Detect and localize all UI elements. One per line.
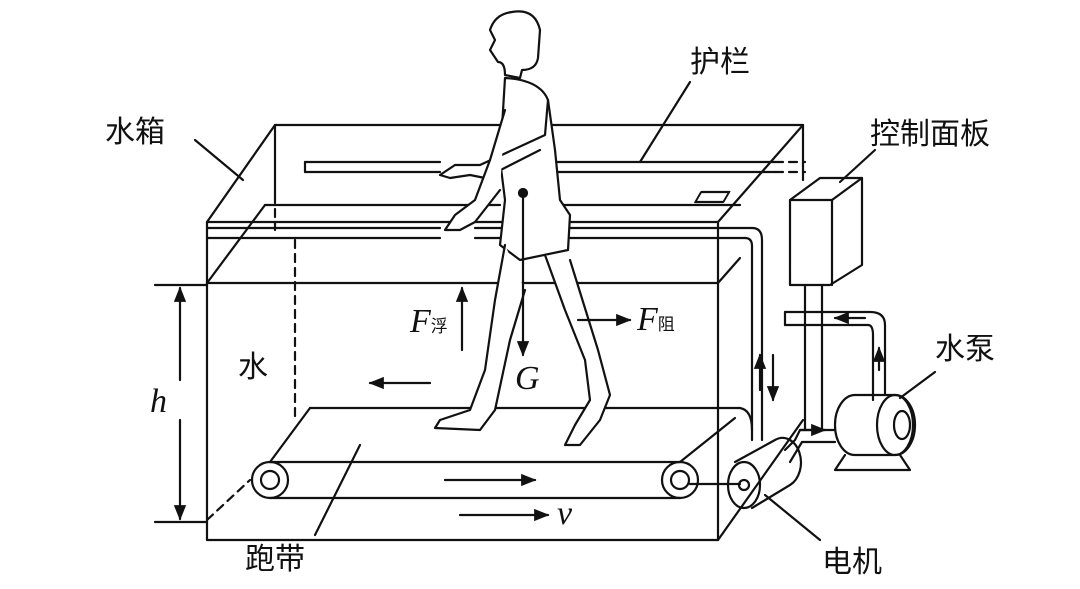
velocity-label: v [557,495,573,532]
left-roller [250,460,290,500]
control-panel [694,176,864,432]
leader-lines [193,80,937,542]
water-pump [833,393,917,472]
force-arrows [368,187,886,522]
water-surface [205,203,742,285]
guardrail-label: 护栏 [690,45,750,80]
drag-label: F阻 [637,303,675,337]
drag-symbol: F [637,301,658,338]
buoyancy-symbol: F [410,303,431,340]
right-roller [660,460,700,500]
control-panel-label: 控制面板 [870,117,990,152]
drag-subscript: 阻 [657,315,675,335]
buoyancy-subscript: 浮 [430,317,448,337]
treadmill-belt [250,406,754,500]
water-pump-label: 水泵 [935,332,995,367]
water-tank-label: 水箱 [105,115,165,150]
motor-label: 电机 [822,545,882,580]
water-label: 水 [238,350,268,385]
pump-pipe [783,310,887,402]
gravity-label: G [515,360,540,397]
height-dimension [153,283,209,524]
buoyancy-label: F浮 [410,305,448,339]
motor [726,428,837,510]
belt-label: 跑带 [245,542,305,577]
person [433,10,612,447]
height-label: h [150,383,167,420]
